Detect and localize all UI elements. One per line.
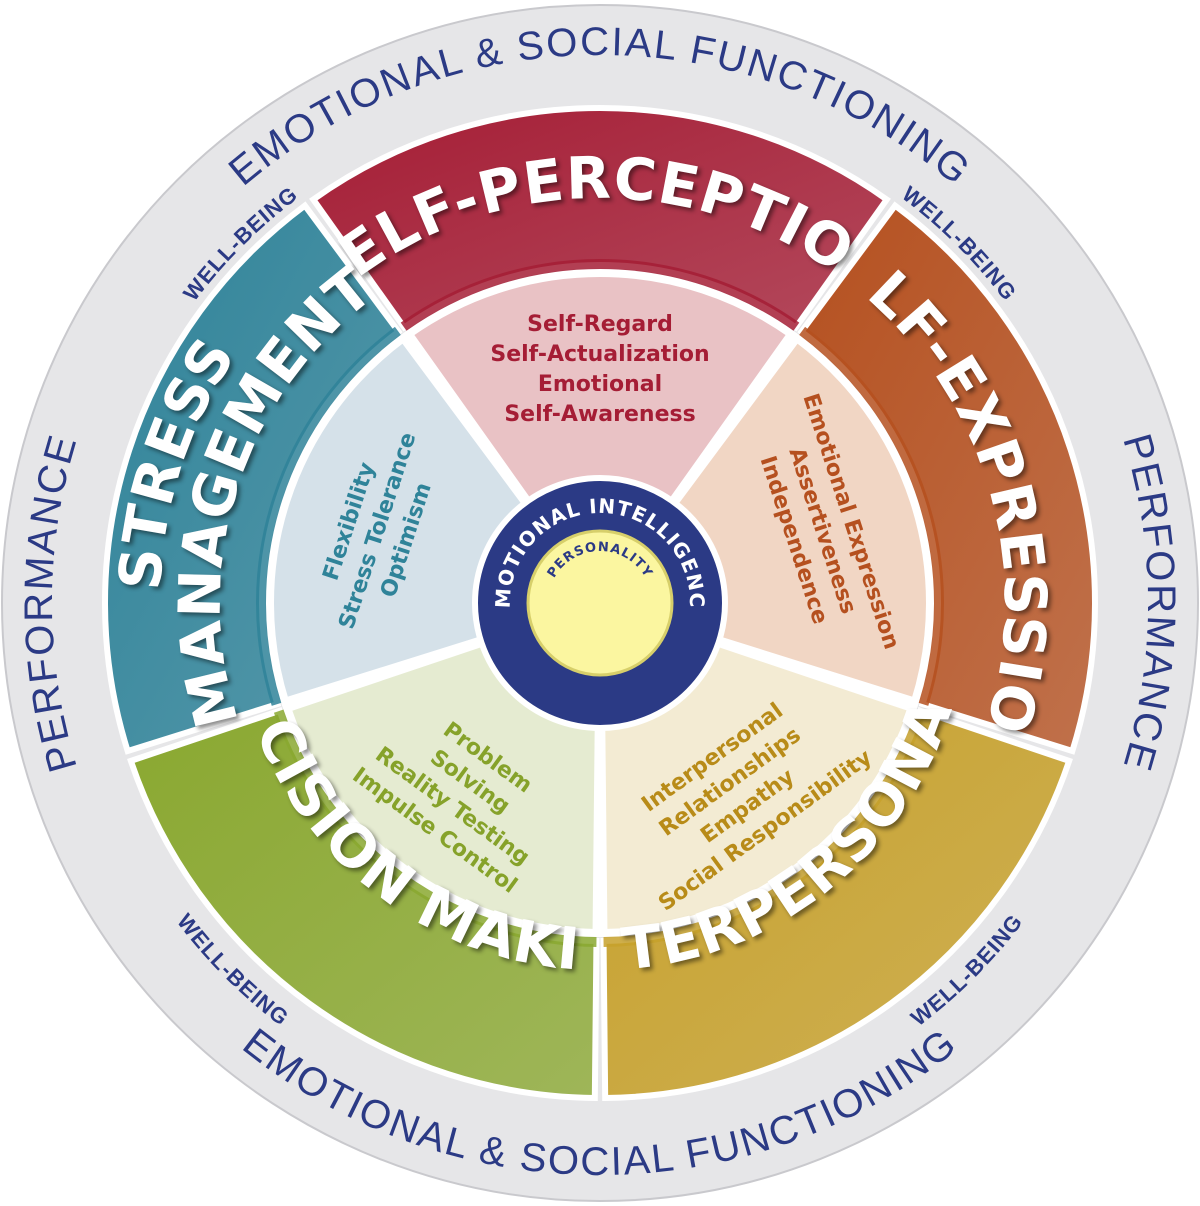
skill-list-self-perception: Self-RegardSelf-ActualizationEmotionalSe… xyxy=(490,312,709,427)
skill-self-perception-3: Self-Awareness xyxy=(504,402,695,427)
composite-rim-self-expression xyxy=(796,326,944,706)
composite-rim-stress-management xyxy=(256,326,404,706)
skill-self-perception-2: Emotional xyxy=(538,372,662,397)
skill-self-perception-0: Self-Regard xyxy=(527,312,673,337)
composite-rim-decision-making xyxy=(273,708,597,947)
center-core xyxy=(526,529,674,677)
composite-rim-self-perception xyxy=(400,259,800,335)
skill-self-perception-1: Self-Actualization xyxy=(490,342,709,367)
composite-rim-interpersonal xyxy=(603,708,927,947)
composite-wedge-self-perception xyxy=(403,269,797,610)
